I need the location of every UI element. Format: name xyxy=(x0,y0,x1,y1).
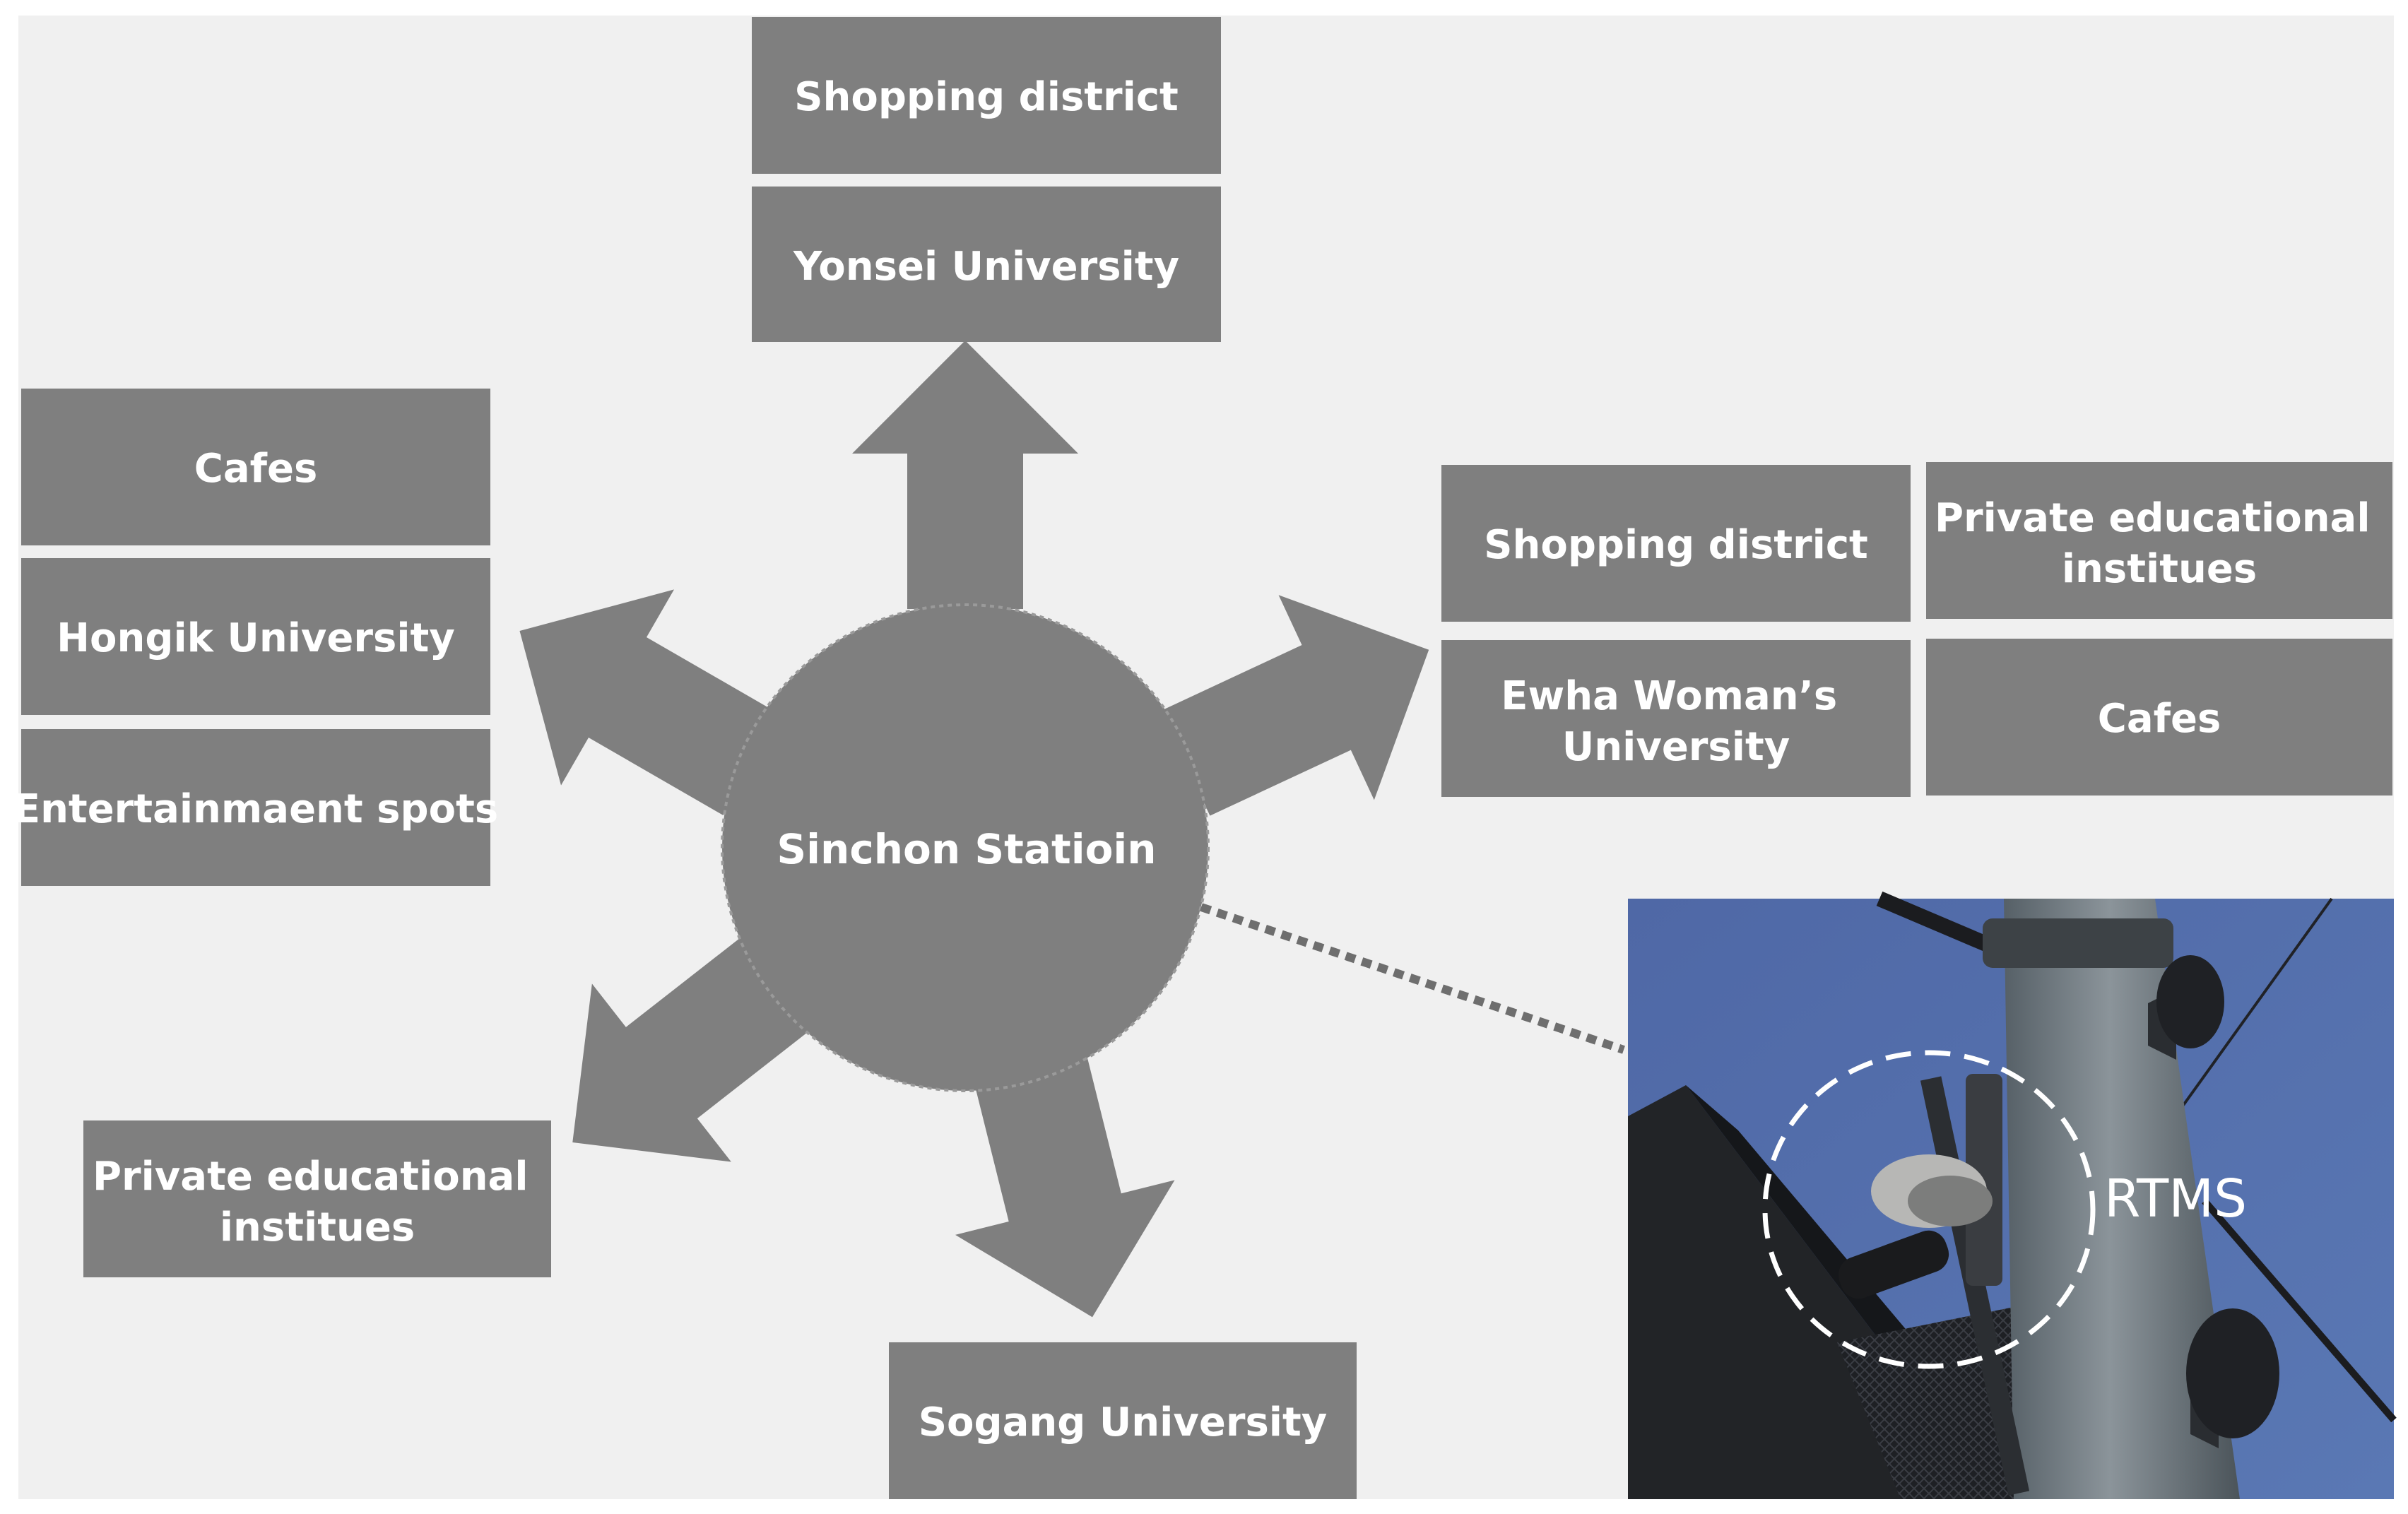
label-east-private-line-2: institues xyxy=(2062,546,2257,592)
label-east-private-educational-institues: Private educational institues xyxy=(1935,495,2384,592)
label-ewha-line-2: University xyxy=(1562,724,1790,770)
south-group: Sogang University xyxy=(889,1342,1357,1499)
label-west-cafes: Cafes xyxy=(194,446,318,492)
label-yonsei-university: Yonsei University xyxy=(793,244,1179,290)
arrow-south xyxy=(955,1042,1175,1318)
dotted-connector xyxy=(1200,903,1625,1054)
box-entertainment-spots xyxy=(21,729,490,886)
box-west-cafes xyxy=(21,389,490,545)
photo-highlight-circle xyxy=(1762,1050,2096,1369)
photo-wire-2 xyxy=(2154,897,2333,1146)
label-north-shopping-district: Shopping district xyxy=(794,74,1179,120)
label-center-station: Sinchon Statioin xyxy=(777,825,1156,873)
label-southwest-private-educational-institues: Private educational institues xyxy=(93,1154,542,1250)
box-east-cafes xyxy=(1926,639,2392,796)
box-east-shopping-district xyxy=(1441,465,1911,622)
label-ewha-womans-university: Ewha Woman’s University xyxy=(1501,673,1851,770)
label-rtms: RTMS xyxy=(2104,1169,2247,1229)
photo-speaker-upper xyxy=(2148,955,2224,1060)
box-ewha-womans-university xyxy=(1441,640,1911,797)
label-southwest-private-line-2: institues xyxy=(220,1205,415,1250)
rtms-photo: RTMS xyxy=(1628,891,2397,1499)
label-sogang-university: Sogang University xyxy=(919,1400,1328,1445)
photo-sensor-arm xyxy=(1838,1230,1949,1299)
arrow-northwest xyxy=(519,589,781,816)
box-southwest-private-educational-institues xyxy=(83,1120,551,1277)
label-ewha-line-1: Ewha Woman’s xyxy=(1501,673,1837,719)
photo-rtms-sensor-shadow xyxy=(1908,1176,1993,1226)
arrow-north xyxy=(852,341,1078,609)
photo-pole xyxy=(2004,899,2240,1499)
box-north-shopping-district xyxy=(752,17,1221,174)
label-hongik-university: Hongik University xyxy=(57,615,455,661)
label-southwest-private-line-1: Private educational xyxy=(93,1154,529,1200)
arrow-northeast xyxy=(1161,595,1429,816)
label-entertainment-spots: Entertainmaent spots xyxy=(13,786,498,832)
label-east-private-line-1: Private educational xyxy=(1935,495,2371,541)
photo-wire-3 xyxy=(2202,1198,2397,1423)
label-east-cafes: Cafes xyxy=(2098,696,2221,742)
box-hongik-university xyxy=(21,558,490,715)
southwest-group: Private educational institues xyxy=(83,1120,551,1277)
box-east-private-educational-institues xyxy=(1926,462,2392,619)
west-group: Cafes Hongik University Entertainmaent s… xyxy=(13,389,498,886)
photo-speaker-lower xyxy=(2186,1308,2279,1448)
photo-pole-bracket xyxy=(1983,918,2173,968)
east-group: Shopping district Ewha Woman’s Universit… xyxy=(1441,462,2392,797)
arrow-southwest xyxy=(572,931,820,1162)
box-yonsei-university xyxy=(752,187,1221,342)
box-sogang-university xyxy=(889,1342,1357,1499)
center-circle xyxy=(721,603,1210,1092)
photo-wire-1 xyxy=(1876,891,1996,954)
label-east-shopping-district: Shopping district xyxy=(1484,522,1868,568)
north-group: Shopping district Yonsei University xyxy=(752,17,1221,342)
